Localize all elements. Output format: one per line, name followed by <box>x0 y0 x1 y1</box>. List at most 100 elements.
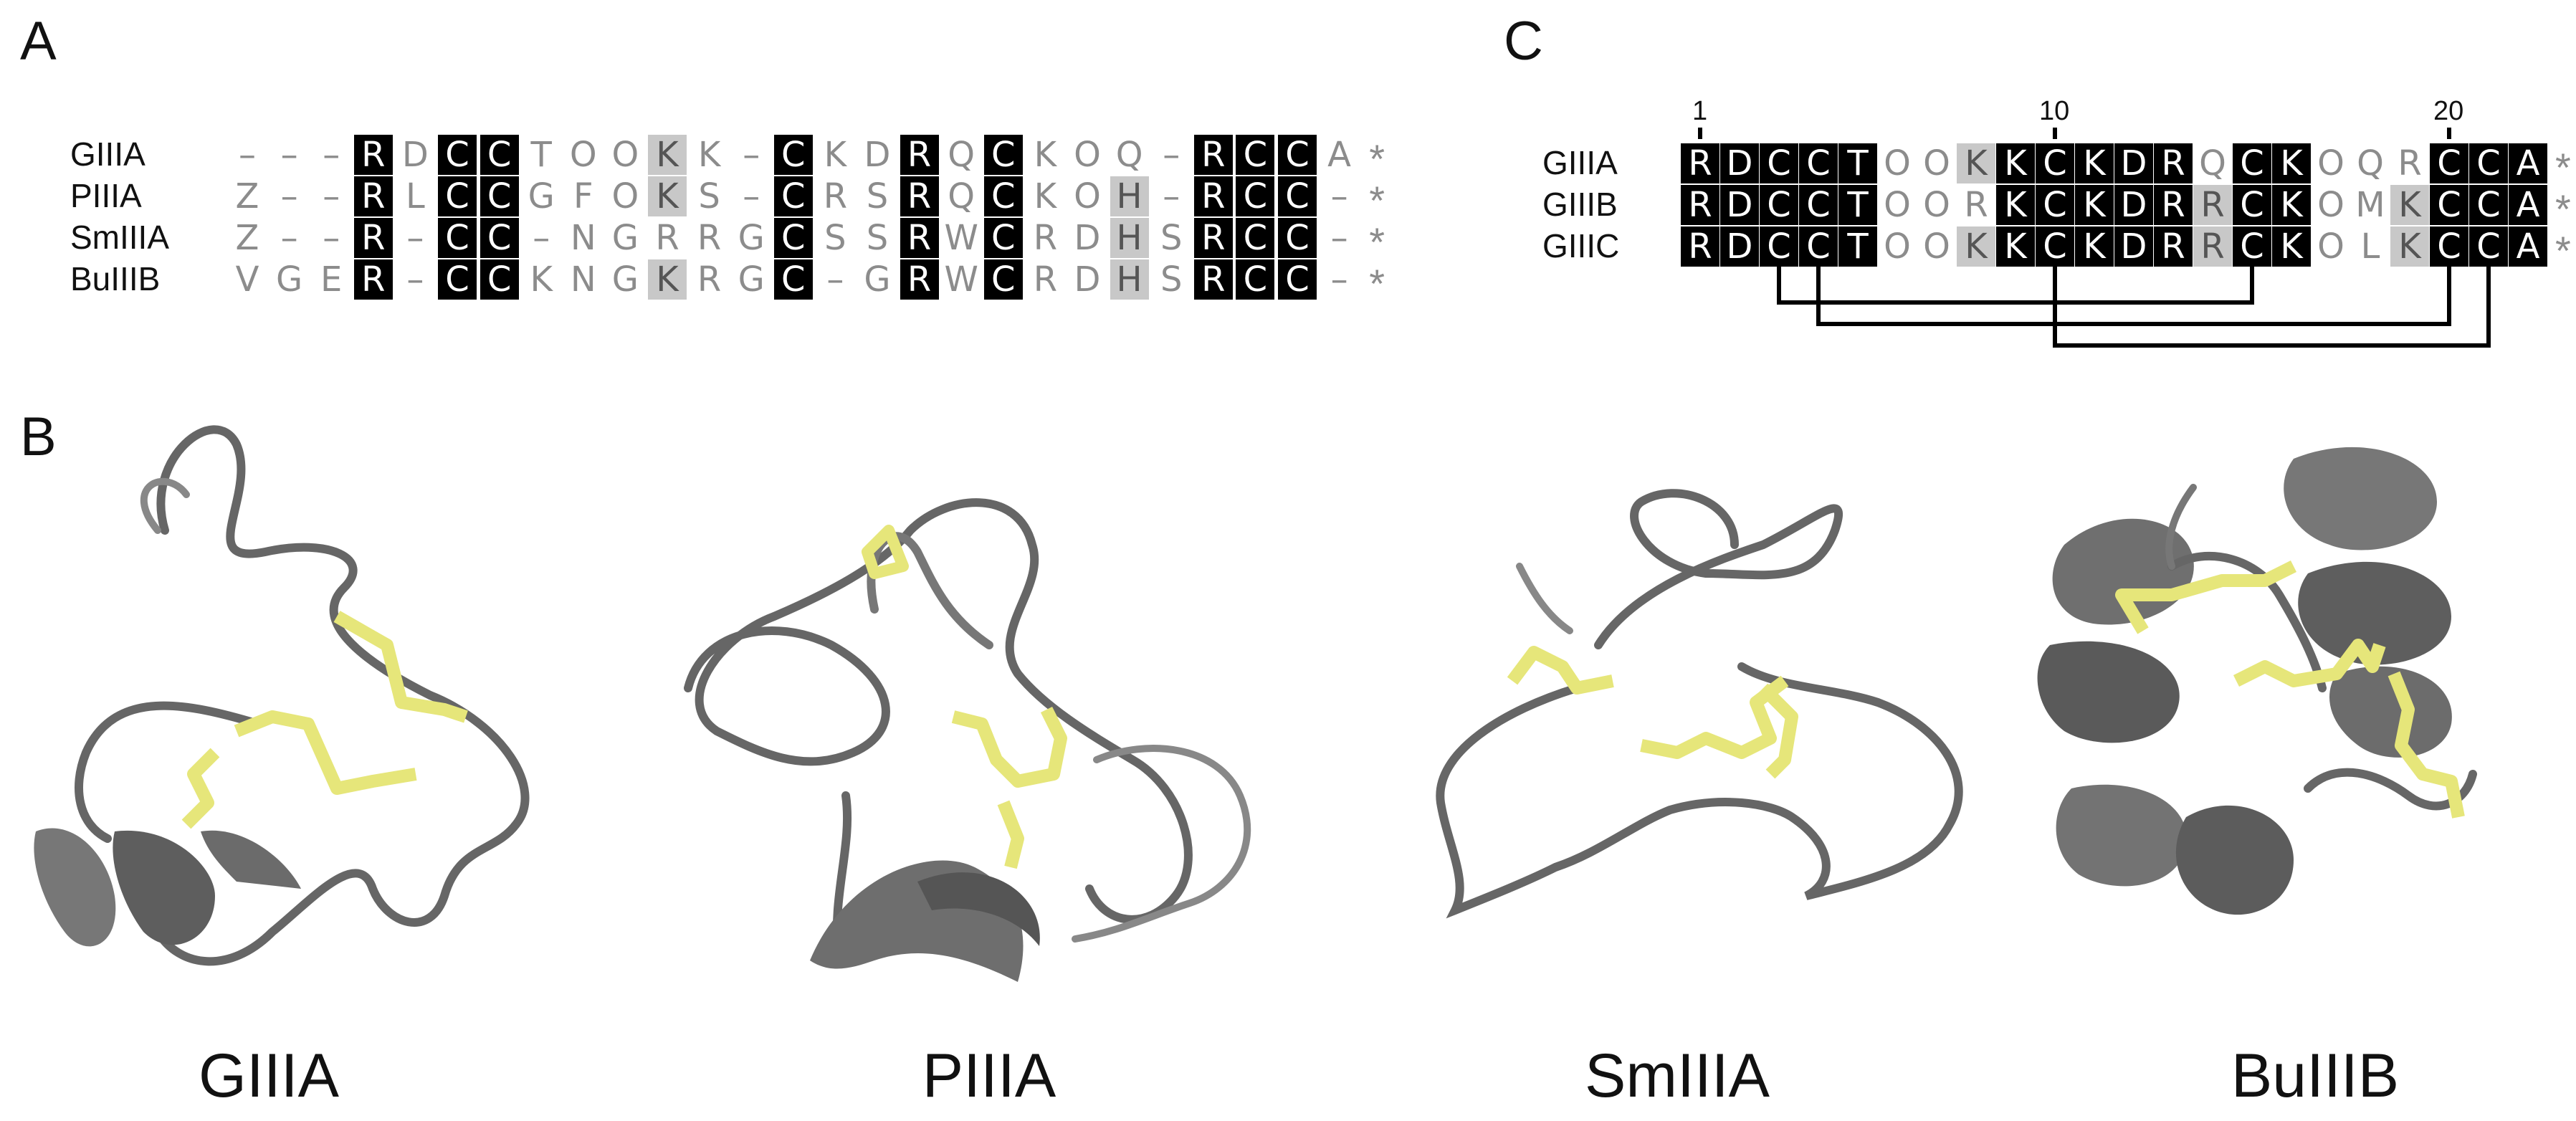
structure-piiia <box>684 498 1251 982</box>
structure-label-piiia: PIIIA <box>922 1041 1056 1110</box>
helix-ribbon <box>34 828 116 947</box>
align-c-row-name: GIIIC <box>1542 227 1620 264</box>
align-c-residue: R <box>1681 185 1719 225</box>
align-c-residue: D <box>2114 143 2153 183</box>
align-a-residue: – <box>1330 218 1348 258</box>
align-c-residue: D <box>2114 185 2153 225</box>
align-c-residue: C <box>1760 226 1798 267</box>
disulfide-bond <box>2115 560 2297 634</box>
disulfide-connectivity-diagram <box>1698 128 2491 348</box>
align-c-residue: D <box>1720 185 1759 225</box>
align-c-residue: A <box>2509 226 2547 267</box>
align-c-residue: T <box>1838 185 1877 225</box>
align-c-residue: O <box>2317 185 2344 225</box>
align-c-residue: R <box>2398 143 2422 183</box>
align-c-residue: L <box>2360 226 2380 267</box>
align-c-residue: C <box>2036 185 2074 225</box>
align-a-residue: – <box>1330 176 1348 216</box>
disulfide-bond <box>862 525 909 579</box>
align-a-residue: S <box>698 176 720 216</box>
align-a-residue: – <box>280 176 298 216</box>
align-c-residue: C <box>2233 185 2271 225</box>
align-a-residue: C <box>773 176 813 216</box>
align-a-residue: G <box>738 259 765 300</box>
align-a-residue: Z <box>235 176 259 216</box>
align-a-residue: C <box>480 218 519 258</box>
align-c-residue: A <box>2509 185 2547 225</box>
align-a-residue: K <box>1034 176 1057 216</box>
align-a-residue: O <box>569 135 597 175</box>
structure-smiiia <box>1436 489 1963 919</box>
align-c-residue: O <box>2317 226 2344 267</box>
residue-number-label: 10 <box>2039 96 2070 126</box>
align-a-row-name: BuIIIB <box>70 260 161 297</box>
helix-ribbon <box>2284 447 2437 550</box>
align-a-terminus-star: * <box>1369 219 1385 264</box>
align-c-residue: O <box>1923 185 1950 225</box>
align-a-residue: N <box>570 218 596 258</box>
disulfide-bond <box>2233 639 2386 687</box>
align-c-residue: C <box>1799 143 1838 183</box>
align-c-residue: C <box>2469 226 2508 267</box>
align-a-residue: – <box>323 176 340 216</box>
align-c-residue: K <box>2272 143 2311 183</box>
align-c-residue: K <box>2075 226 2114 267</box>
disulfide-bridge-line <box>1816 267 2451 326</box>
backbone-coil <box>140 477 190 534</box>
align-a-residue: C <box>773 259 813 300</box>
align-a-residue: – <box>239 135 256 175</box>
align-a-residue: R <box>1193 176 1233 216</box>
align-c-row-name: GIIIB <box>1542 186 1618 223</box>
align-a-residue: C <box>438 259 477 300</box>
align-a-residue: C <box>1278 218 1317 258</box>
align-a-residue: – <box>406 218 424 258</box>
align-a-residue: – <box>533 218 550 258</box>
helix-ribbon <box>917 872 1040 946</box>
align-c-residue: T <box>1838 143 1877 183</box>
align-a-residue: R <box>900 259 939 300</box>
align-a-residue: H <box>1110 176 1149 216</box>
align-c-residue: K <box>2390 226 2429 267</box>
align-a-residue: Q <box>948 176 975 216</box>
align-a-residue: – <box>743 135 760 175</box>
align-c-residue: C <box>1799 226 1838 267</box>
backbone-coil <box>1072 745 1251 943</box>
align-a-residue: L <box>406 176 425 216</box>
align-c-residue: D <box>1720 143 1759 183</box>
align-a-residue: O <box>1074 135 1101 175</box>
align-c-residue: O <box>2317 143 2344 183</box>
align-a-residue: R <box>900 176 939 216</box>
align-a-residue: R <box>353 259 393 300</box>
align-a-row-name: PIIIA <box>70 177 142 214</box>
align-c-residue: Q <box>2199 143 2226 183</box>
helix-ribbon <box>2037 641 2180 743</box>
align-a-residue: C <box>438 135 477 175</box>
align-a-terminus-star: * <box>1369 178 1385 223</box>
align-c-residue: R <box>2193 226 2232 267</box>
align-c-terminus-star: * <box>2555 228 2571 273</box>
align-c-residue: R <box>2154 226 2193 267</box>
align-c-residue: R <box>2154 143 2193 183</box>
residue-number-label: 1 <box>1692 96 1708 126</box>
align-c-residue: O <box>1884 185 1911 225</box>
align-c-terminus-star: * <box>2555 186 2571 232</box>
align-a-residue: R <box>697 259 722 300</box>
align-a-residue: D <box>401 135 429 175</box>
align-c-residue: R <box>1681 226 1719 267</box>
structure-label-giiia: GIIIA <box>199 1041 339 1110</box>
align-a-residue: R <box>697 218 722 258</box>
align-a-residue: Z <box>235 218 259 258</box>
align-a-residue: – <box>743 176 760 216</box>
align-a-residue: – <box>1163 135 1180 175</box>
align-a-residue: C <box>1278 176 1317 216</box>
align-c-residue: C <box>2469 143 2508 183</box>
align-a-residue: K <box>1034 135 1057 175</box>
align-a-residue: R <box>900 135 939 175</box>
helix-ribbon <box>2329 666 2452 758</box>
align-c-residue: R <box>1964 185 1988 225</box>
align-a-residue: – <box>323 135 340 175</box>
align-a-residue: C <box>773 218 813 258</box>
align-a-residue: C <box>1278 259 1317 300</box>
align-a-residue: C <box>1236 135 1275 175</box>
